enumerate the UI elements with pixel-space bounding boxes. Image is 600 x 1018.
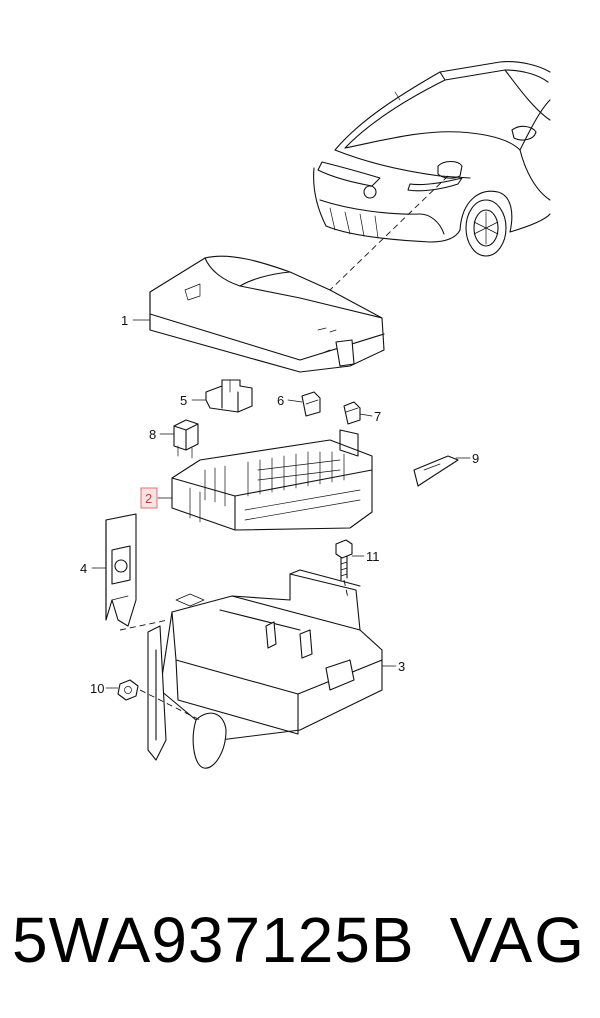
alignment-dash-2 [139,689,201,721]
brand-name: VAG [449,904,586,976]
leader-6 [287,399,303,403]
part-3-lower-housing [147,569,383,769]
exploded-parts-diagram: 1 2 3 4 5 6 7 8 9 10 11 [80,61,551,769]
callout-5: 5 [180,393,187,408]
callout-6: 6 [277,393,284,408]
part-2-fuse-carrier [171,429,373,531]
callout-4: 4 [80,561,87,576]
part-4-bracket [105,513,137,627]
callout-3: 3 [398,659,405,674]
part-11-bolt [335,539,353,581]
callout-10: 10 [90,681,104,696]
part-9-clip [413,455,459,487]
callout-7: 7 [374,409,381,424]
part-5-relay-holder [205,379,253,413]
vehicle-illustration [313,61,551,257]
leader-7 [359,413,373,417]
part-10-nut [117,679,139,701]
part-1-cover [149,255,385,373]
part-number: 5WA937125B [12,904,415,976]
alignment-dash-1 [119,619,169,631]
callout-2: 2 [145,491,152,506]
part-6-fuse [301,391,321,417]
footer: 5WA937125B VAG [0,895,600,985]
callout-8: 8 [149,427,156,442]
callout-1: 1 [121,313,128,328]
leader-line-car [329,175,449,291]
alignment-dash-3 [343,579,349,599]
callout-2-highlight [140,487,158,509]
callout-9: 9 [472,451,479,466]
callout-11: 11 [366,549,380,564]
part-8-relay [173,419,199,459]
part-7-fuse [343,401,361,425]
